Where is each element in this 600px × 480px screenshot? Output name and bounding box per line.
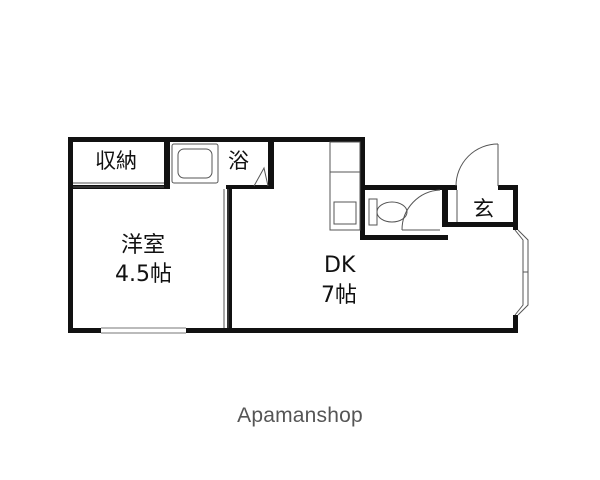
bathtub	[171, 143, 219, 184]
closet-label: 収納	[95, 149, 137, 173]
western-room-size: 4.5帖	[115, 262, 172, 287]
outer-walls	[68, 137, 518, 333]
toilet	[368, 198, 408, 226]
western-room-name: 洋室	[121, 233, 165, 258]
bath-door	[253, 166, 269, 187]
bath-label: 浴	[228, 149, 249, 173]
dk-room-name: DK	[324, 253, 356, 278]
watermark-logo: Apamanshop	[237, 404, 363, 427]
entrance-door	[455, 143, 499, 187]
entrance-label: 玄	[473, 197, 494, 221]
closet-sliding-door	[73, 182, 164, 188]
dk-room-size: 7帖	[321, 283, 357, 308]
toilet-door	[401, 189, 441, 231]
western-room-window	[101, 327, 186, 334]
western-room-sliding-door	[223, 189, 229, 328]
bay-window	[514, 229, 529, 316]
kitchen-counter	[329, 141, 361, 231]
